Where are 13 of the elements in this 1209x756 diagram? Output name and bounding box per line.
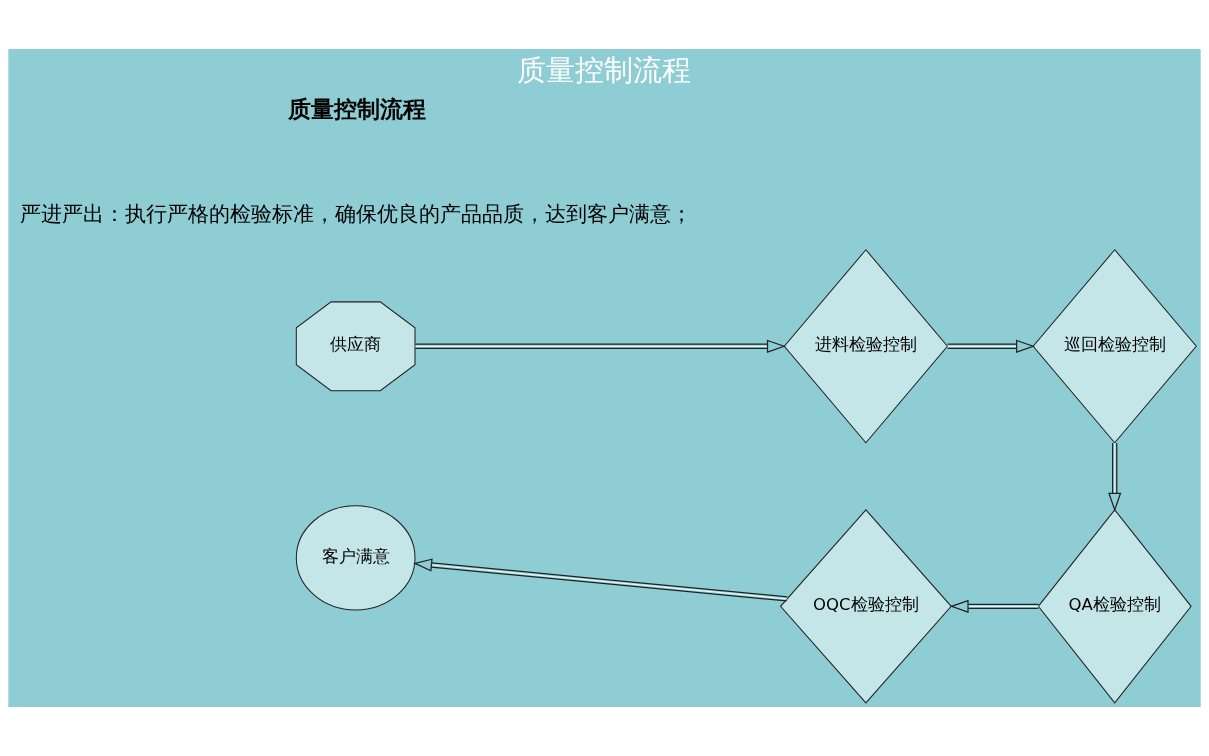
label: 严进严出：执行严格的检验标准，确保优良的产品品质，达到客户满意； bbox=[19, 202, 692, 227]
arrow bbox=[947, 339, 1035, 353]
arrow bbox=[413, 558, 788, 602]
node-diamond: 巡回检验控制 bbox=[1032, 248, 1197, 444]
arrow bbox=[414, 339, 786, 353]
node-ellipse: 客户满意 bbox=[295, 505, 416, 611]
arrow bbox=[949, 599, 1039, 613]
node-diamond: 进料检验控制 bbox=[783, 248, 949, 444]
arrow bbox=[1108, 442, 1122, 512]
label: 质量控制流程 bbox=[288, 95, 427, 122]
diagram-title: 质量控制流程 bbox=[517, 53, 692, 88]
node-diamond: QA检验控制 bbox=[1037, 509, 1192, 704]
node-diamond: OQC检验控制 bbox=[779, 509, 952, 704]
